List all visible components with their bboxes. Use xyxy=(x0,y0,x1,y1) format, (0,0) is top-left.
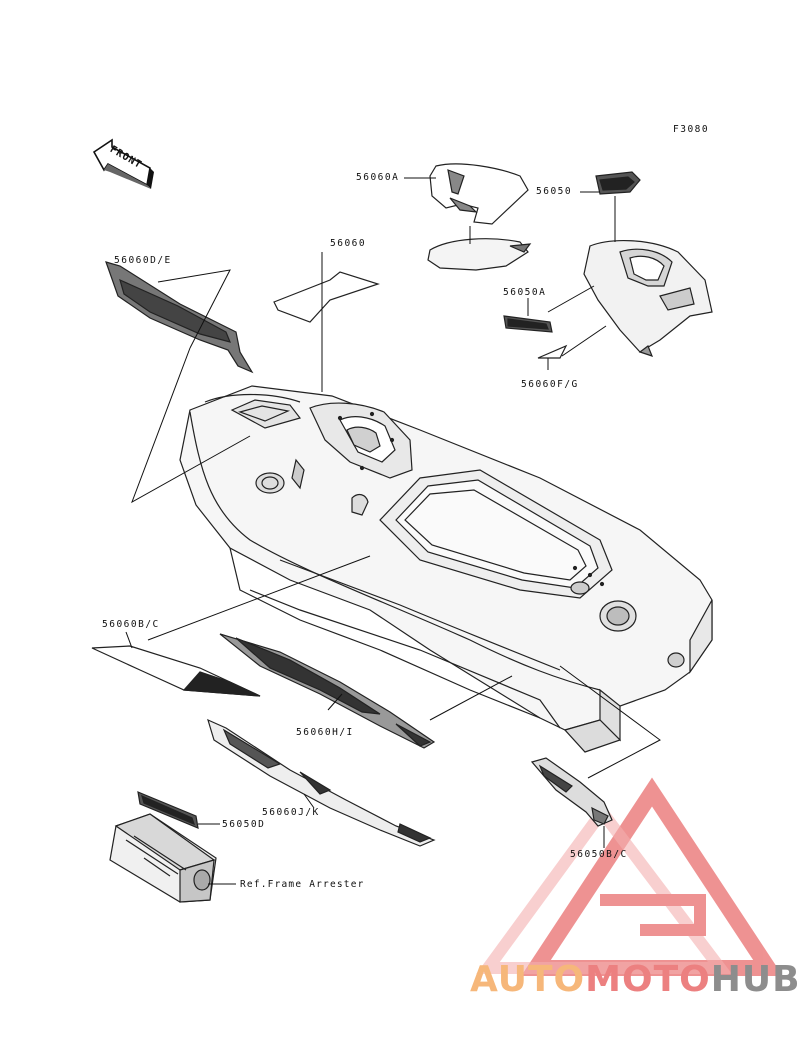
watermark-logo-mark xyxy=(476,777,783,976)
watermark-brand-part1: AUTO xyxy=(470,959,586,1000)
part-label-56060H-I: 56060H/I xyxy=(296,727,354,738)
part-label-56060D-E: 56060D/E xyxy=(114,255,172,266)
reference-note: Ref.Frame Arrester xyxy=(240,879,365,890)
part-label-56050B-C: 56050B/C xyxy=(570,849,628,860)
side-graphic-stripe-1-drawing xyxy=(219,633,436,749)
deck-decal-drawing xyxy=(273,271,380,323)
part-label-56050A: 56050A xyxy=(503,287,547,298)
part-label-56050: 56050 xyxy=(536,186,573,197)
part-label-56060F-G: 56060F/G xyxy=(521,379,579,390)
small-side-decal-drawing xyxy=(530,757,613,827)
leader-lines xyxy=(125,177,661,885)
hull-drawing xyxy=(179,385,713,753)
figure-code: F3080 xyxy=(673,124,710,135)
frame-arrester-drawing xyxy=(109,791,217,903)
front-arrow-icon xyxy=(92,138,154,189)
part-label-56050D: 56050D xyxy=(222,819,266,830)
part-label-56060: 56060 xyxy=(330,238,367,249)
side-graphic-stripe-2-drawing xyxy=(207,718,436,847)
side-stripe-black-drawing xyxy=(91,645,261,697)
side-stripe-top-drawing xyxy=(105,261,254,374)
part-label-56060J-K: 56060J/K xyxy=(262,807,320,818)
watermark-brand-part2: MOTO xyxy=(585,959,711,1000)
hood-decal-drawing xyxy=(427,163,532,271)
watermark-brand-part3: HUB xyxy=(710,959,800,1000)
rear-cowl-drawing xyxy=(503,171,713,359)
part-label-56060A: 56060A xyxy=(356,172,400,183)
part-label-56060B-C: 56060B/C xyxy=(102,619,160,630)
watermark-brand: AUTOMOTOHUB xyxy=(470,962,800,998)
